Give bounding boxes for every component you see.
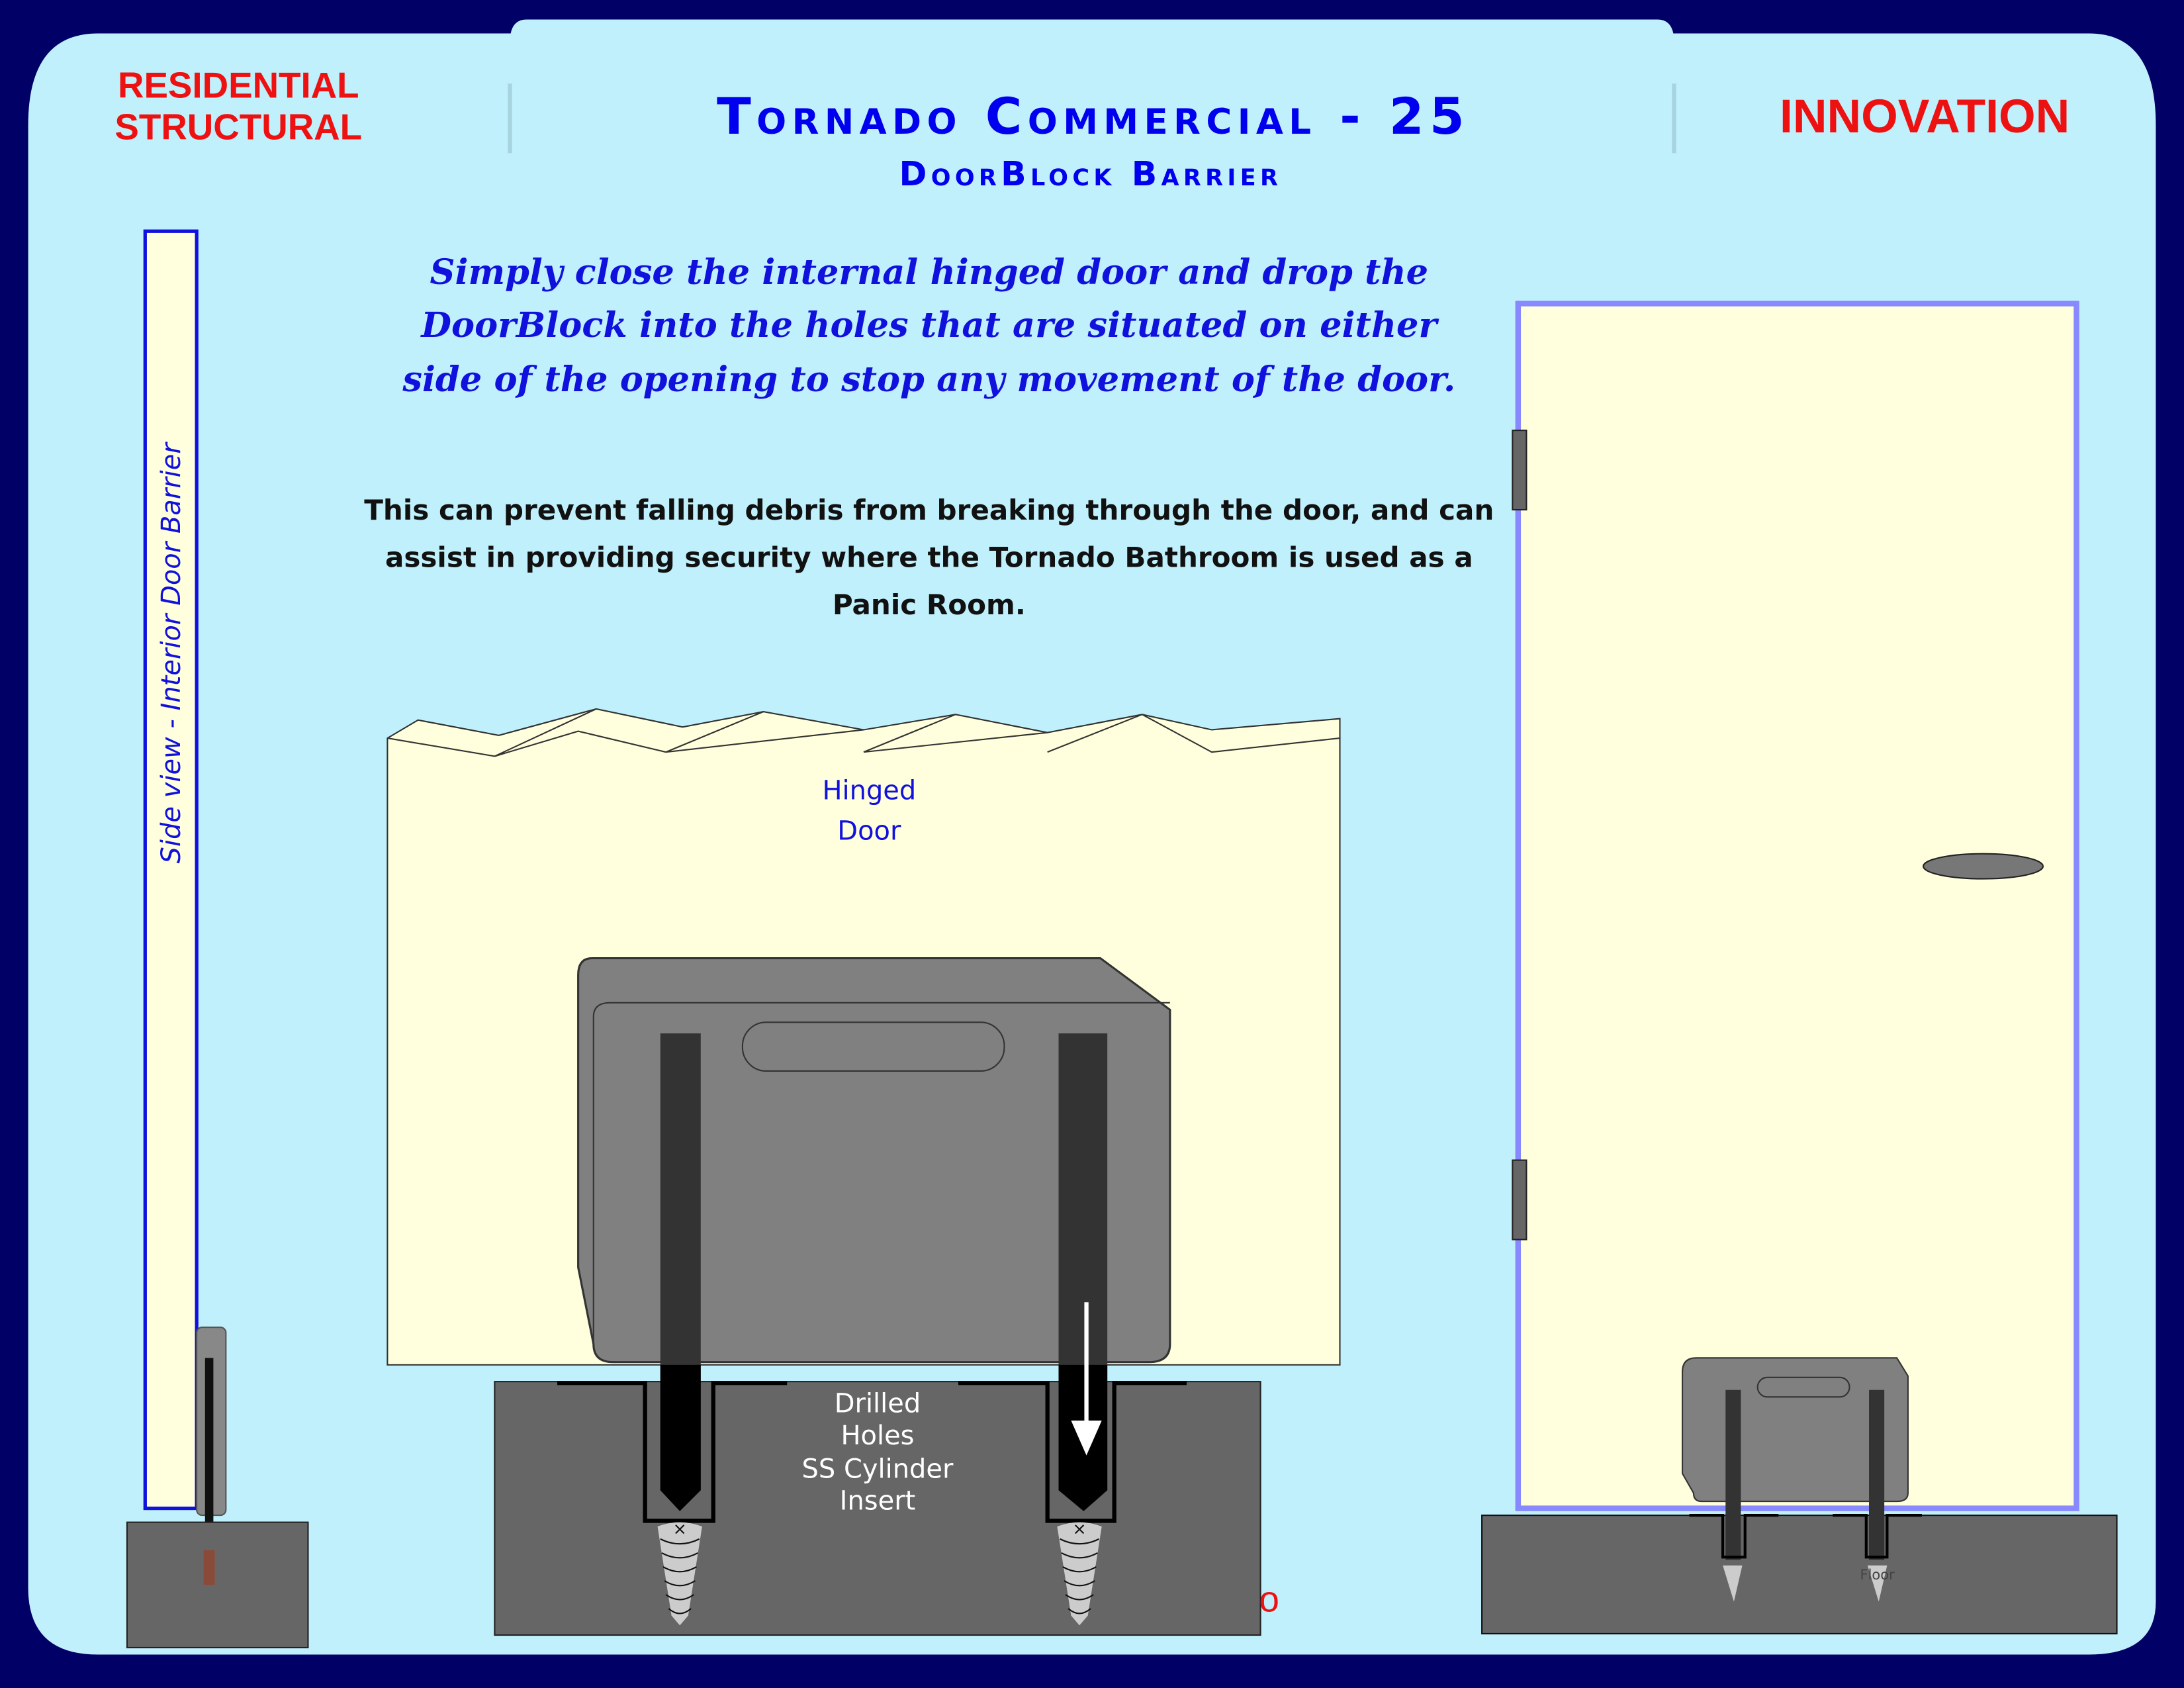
door-hinge-top	[1512, 430, 1527, 511]
header-right: INNOVATION	[1780, 90, 2070, 143]
intro-line-3: side of the opening to stop any movement…	[402, 359, 1455, 400]
main-diagram: Hinged Door Drilled Holes SS Cylinder In…	[387, 708, 1341, 1636]
description-line-1: This can prevent falling debris from bre…	[364, 494, 1494, 526]
door-hinge-bottom	[1512, 1159, 1527, 1241]
floor-label: Floor	[1860, 1566, 1895, 1583]
door-handle	[1923, 853, 2044, 880]
front-view-handle-slot	[1756, 1376, 1850, 1398]
screw-insert-right-icon	[1057, 1522, 1102, 1626]
doorblock-pin-left-inserted	[660, 1364, 701, 1511]
front-view-pin-right	[1869, 1389, 1885, 1560]
door-label-line1: Hinged	[822, 776, 916, 806]
title-tab	[510, 19, 1674, 167]
screw-insert-left-icon	[657, 1522, 702, 1626]
front-view-screw-right	[1867, 1565, 1888, 1602]
holes-label-line1: Drilled	[835, 1388, 921, 1419]
drilled-hole-left	[557, 1381, 788, 1523]
front-view-diagram: Floor	[1481, 301, 2118, 1634]
description-line-2: assist in providing security where the T…	[385, 541, 1473, 573]
doorblock-edge	[592, 1002, 1170, 1344]
partial-red-text: o	[1259, 1578, 1279, 1619]
holes-label-line3: SS Cylinder	[802, 1454, 954, 1484]
side-view-label: Side view - Interior Door Barrier	[156, 442, 187, 864]
doorblock-handle-slot	[741, 1021, 1005, 1072]
intro-line-2: DoorBlock into the holes that are situat…	[420, 305, 1439, 346]
side-view-diagram: Side view - Interior Door Barrier	[126, 229, 309, 1649]
page-subtitle: DoorBlock Barrier	[899, 154, 1283, 193]
front-view-door	[1515, 301, 2079, 1511]
drilled-hole-right	[958, 1381, 1187, 1523]
drop-arrow-icon	[1071, 1421, 1102, 1456]
holes-label-line4: Insert	[840, 1486, 916, 1517]
side-view-door	[143, 229, 199, 1511]
door-label-line2: Door	[837, 816, 901, 847]
holes-label-line2: Holes	[841, 1421, 914, 1451]
door-break-line	[387, 708, 1340, 757]
floor-slab	[494, 1381, 1261, 1636]
header-left-line2: STRUCTURAL	[114, 106, 362, 147]
description-line-3: Panic Room.	[833, 588, 1026, 621]
side-view-pin	[205, 1358, 214, 1553]
header-left-line1: RESIDENTIAL	[118, 64, 359, 105]
side-view-floor	[126, 1521, 309, 1649]
front-view-holes	[1689, 1514, 1922, 1559]
side-view-screw	[203, 1550, 215, 1585]
page-title: Tornado Commercial - 25	[717, 87, 1470, 146]
doorblock-body	[577, 957, 1171, 1364]
screw-threads	[660, 1524, 1099, 1615]
intro-line-1: Simply close the internal hinged door an…	[430, 252, 1429, 293]
front-view-floor	[1481, 1515, 2118, 1634]
front-view-screw-left	[1723, 1565, 1743, 1602]
front-view-pin-left	[1725, 1389, 1741, 1560]
